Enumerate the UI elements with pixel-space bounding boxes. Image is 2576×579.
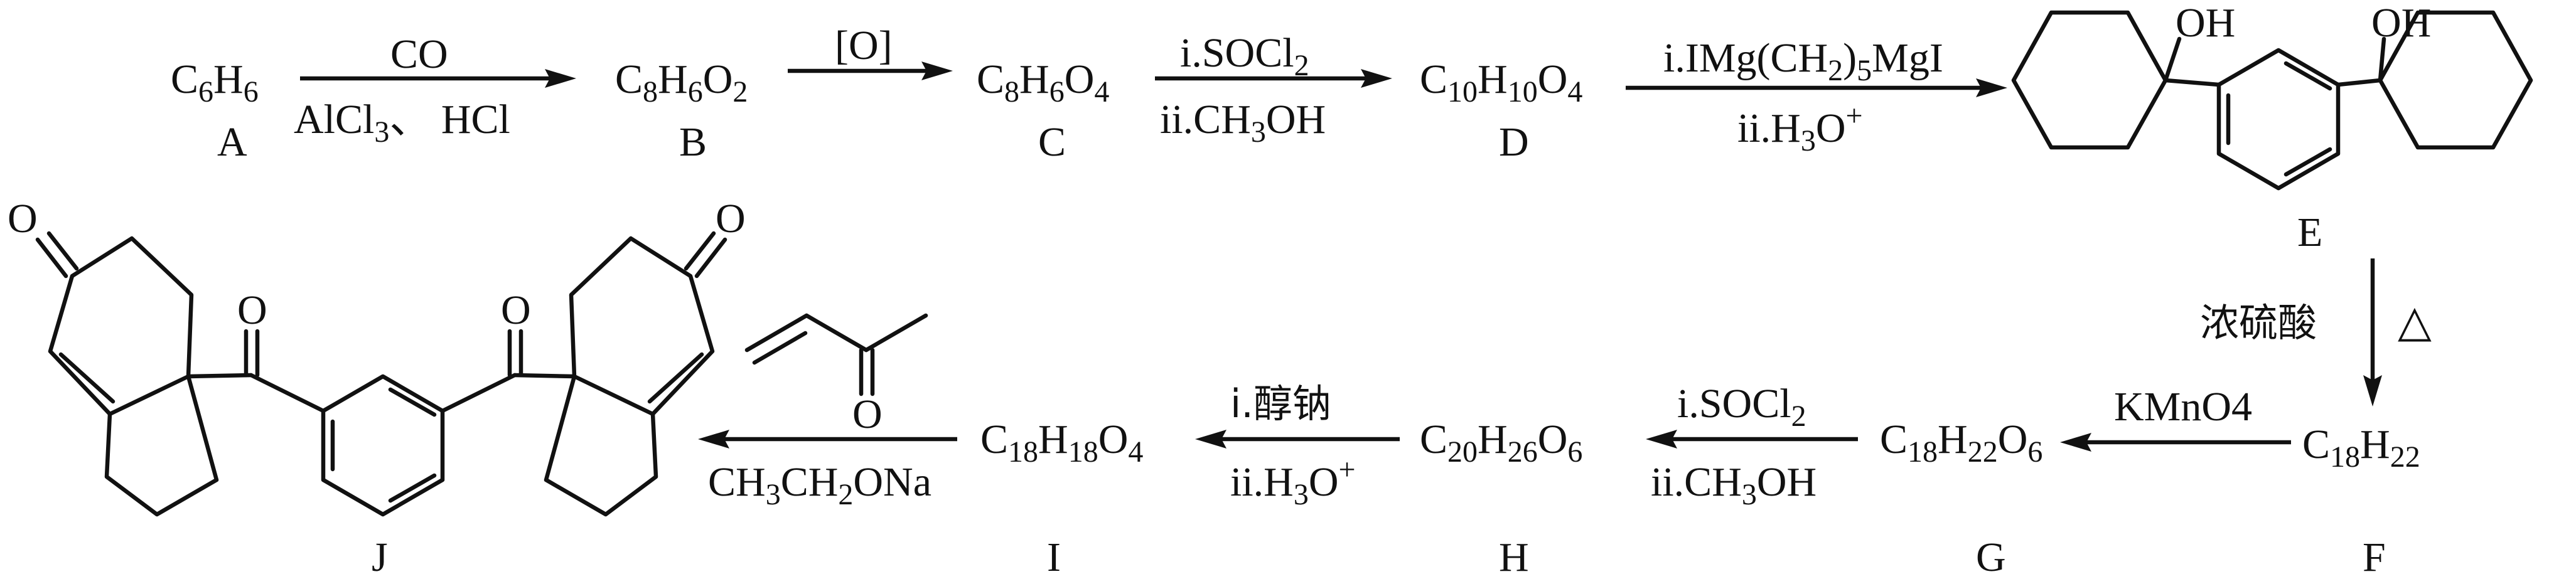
benzene-ring-j [321,374,445,517]
cyclohexane-ring-left [2011,10,2168,150]
formula-f: C18H22 [2302,422,2420,474]
arrow-i-to-j: O CH3CH2ONa [698,313,957,511]
ketone-oxygen-left: O [8,196,38,242]
formula-g: C18H22O6 [1880,417,2042,469]
compound-e-structure: OH OH E [2011,0,2533,255]
formula-c: C8H6O4 [977,56,1109,109]
arrow-d-to-e: i.IMg(CH2)5MgI ii.H3O+ [1626,35,2007,157]
formula-b: C8H6O2 [615,56,748,109]
hydroxyl-label-left: OH [2176,0,2235,46]
ketone-oxygen-right: O [716,196,746,242]
methyl-vinyl-ketone-structure: O [744,313,928,437]
condition-f-g-top: KMnO4 [2114,384,2252,430]
formula-d: C10H10O4 [1420,56,1582,109]
condition-h-i-bottom: ii.H3O+ [1230,453,1356,511]
label-a: A [217,119,247,165]
formula-i: C18H18O4 [980,417,1143,469]
compound-b: C8H6O2 B [615,56,748,165]
arrow-e-to-f: 浓硫酸 △ [2200,258,2432,406]
label-b: B [679,119,707,165]
arrow-h-to-i: i.醇钠 ii.H3O+ [1195,381,1400,511]
condition-i-j-bottom: CH3CH2ONa [708,459,931,511]
condition-a-b-bottom: AlCl3、 HCl [294,97,510,149]
arrow-c-to-d: i.SOCl2 ii.CH3OH [1155,30,1392,149]
arrow-g-to-h: i.SOCl2 ii.CH3OH [1646,381,1858,511]
compound-c: C8H6O4 C [977,56,1109,165]
arrow-b-to-c: [O] [788,23,953,80]
compound-a: C6H6 A [171,56,259,165]
formula-a: C6H6 [171,56,259,109]
condition-g-h-bottom: ii.CH3OH [1651,459,1817,511]
arrow-a-to-b: CO AlCl3、 HCl [294,31,576,149]
reagent-oxygen-label: O [852,391,883,437]
condition-c-d-top: i.SOCl2 [1180,30,1309,82]
condition-d-e-bottom: ii.H3O+ [1737,99,1863,157]
label-e: E [2297,210,2322,255]
carbonyl-oxygen-middle-right: O [501,287,531,333]
compound-f: C18H22 F [2302,422,2420,579]
label-h: H [1499,534,1529,579]
condition-d-e-top: i.IMg(CH2)5MgI [1663,35,1943,87]
carbonyl-oxygen-left: O [237,287,267,333]
label-g: G [1976,534,2006,579]
compound-g: C18H22O6 G [1880,417,2042,579]
condition-h-i-top: i.醇钠 [1230,381,1331,427]
condition-a-b-top: CO [390,31,448,77]
formula-h: C20H26O6 [1420,417,1582,469]
compound-j-structure: O O O O J [8,196,746,579]
label-j: J [372,534,388,579]
condition-g-h-top: i.SOCl2 [1677,381,1806,433]
arrow-f-to-g: KMnO4 [2060,384,2291,452]
benzene-ring [2216,48,2341,191]
condition-e-f-left: 浓硫酸 [2200,300,2317,346]
label-i: I [1047,534,1061,579]
compound-d: C10H10O4 D [1420,56,1582,165]
label-c: C [1038,119,1066,165]
hydroxyl-label-right: OH [2371,0,2431,46]
compound-h: C20H26O6 H [1420,417,1582,579]
label-f: F [2363,534,2386,579]
condition-b-c-top: [O] [835,23,893,68]
condition-c-d-bottom: ii.CH3OH [1160,97,1326,149]
condition-e-f-right: △ [2398,298,2432,346]
label-d: D [1499,119,1529,165]
compound-i: C18H18O4 I [980,417,1143,579]
